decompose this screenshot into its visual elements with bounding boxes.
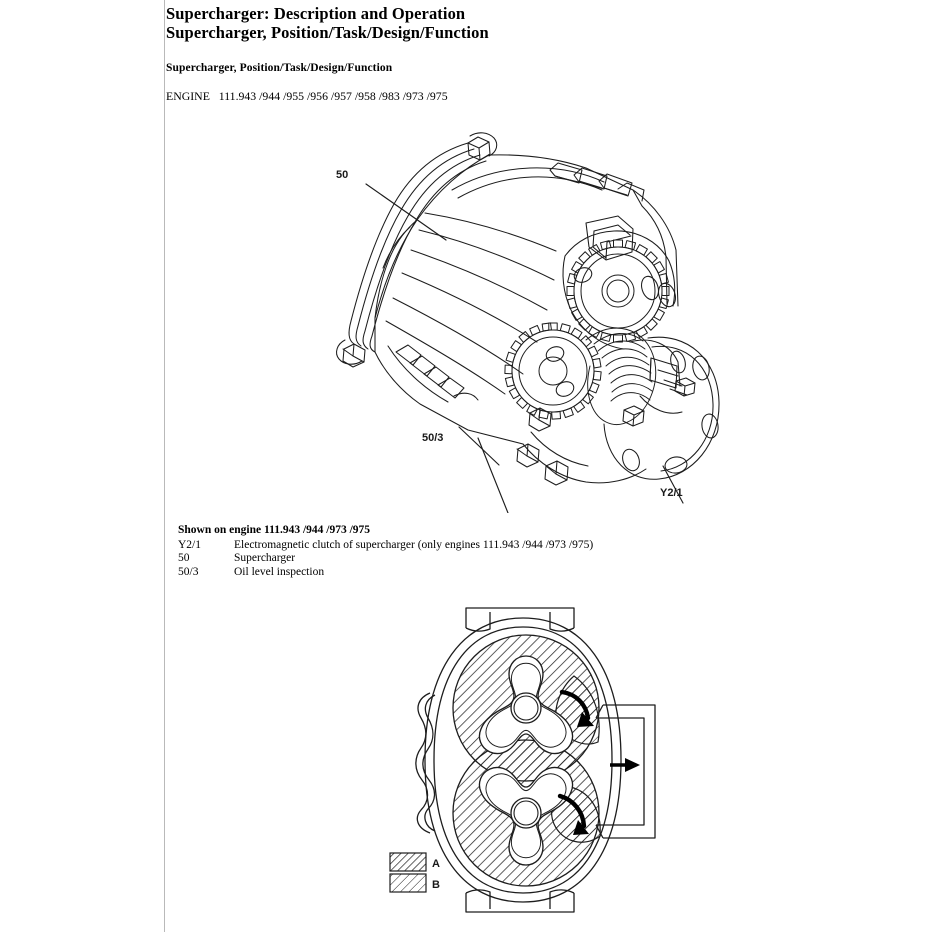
lower-rotor (478, 766, 574, 866)
hatch-swatch-a (389, 852, 427, 872)
legend-description: Electromagnetic clutch of supercharger (… (234, 538, 594, 551)
lower-rotor-rotation-arrow (557, 793, 589, 835)
legend-key: 50/3 (178, 565, 199, 578)
callout-y2-1: Y2/1 (660, 487, 683, 499)
page-title: Supercharger: Description and Operation … (166, 0, 916, 42)
legend-key: Y2/1 (178, 538, 201, 551)
outlet-flow-arrow-right (610, 758, 640, 772)
hatch-label-b: B (432, 879, 440, 891)
callout-50: 50 (336, 169, 348, 181)
supercharger-assembly-drawing: 50 50/3 Y2/1 (336, 132, 720, 513)
engine-applicability-line: ENGINE 111.943 /944 /955 /956 /957 /958 … (166, 89, 448, 103)
left-margin-rule (164, 0, 165, 932)
legend-description: Supercharger (234, 552, 296, 565)
legend-row: 50/3 Oil level inspection (178, 566, 593, 580)
rotor-cross-section-figure: A B (378, 600, 668, 920)
figure-legend: Shown on engine 111.943 /944 /973 /975 Y… (178, 524, 593, 579)
legend-row: 50 Supercharger (178, 552, 593, 566)
legend-title: Shown on engine 111.943 /944 /973 /975 (178, 524, 371, 536)
upper-rotor (478, 655, 574, 755)
legend-table: Y2/1 Electromagnetic clutch of superchar… (178, 539, 593, 580)
hatch-swatch-b (389, 873, 427, 893)
callout-50-3: 50/3 (422, 432, 443, 444)
page-title-line-1: Supercharger: Description and Operation (166, 4, 466, 23)
legend-description: Oil level inspection (234, 565, 325, 578)
hatch-label-a: A (432, 858, 440, 870)
text-content-column: Supercharger: Description and Operation … (166, 0, 916, 104)
legend-key: 50 (178, 552, 190, 565)
rotor-cross-section-drawing: A B (389, 607, 656, 913)
section-heading: Supercharger, Position/Task/Design/Funct… (166, 62, 393, 74)
legend-row: Y2/1 Electromagnetic clutch of superchar… (178, 539, 593, 553)
hatch-legend: A B (389, 852, 440, 893)
upper-rotor-rotation-arrow (559, 689, 594, 727)
supercharger-assembly-figure: 50 50/3 Y2/1 (318, 128, 728, 513)
assembly-leader-lines (365, 183, 684, 513)
page-title-line-2: Supercharger, Position/Task/Design/Funct… (166, 23, 489, 42)
